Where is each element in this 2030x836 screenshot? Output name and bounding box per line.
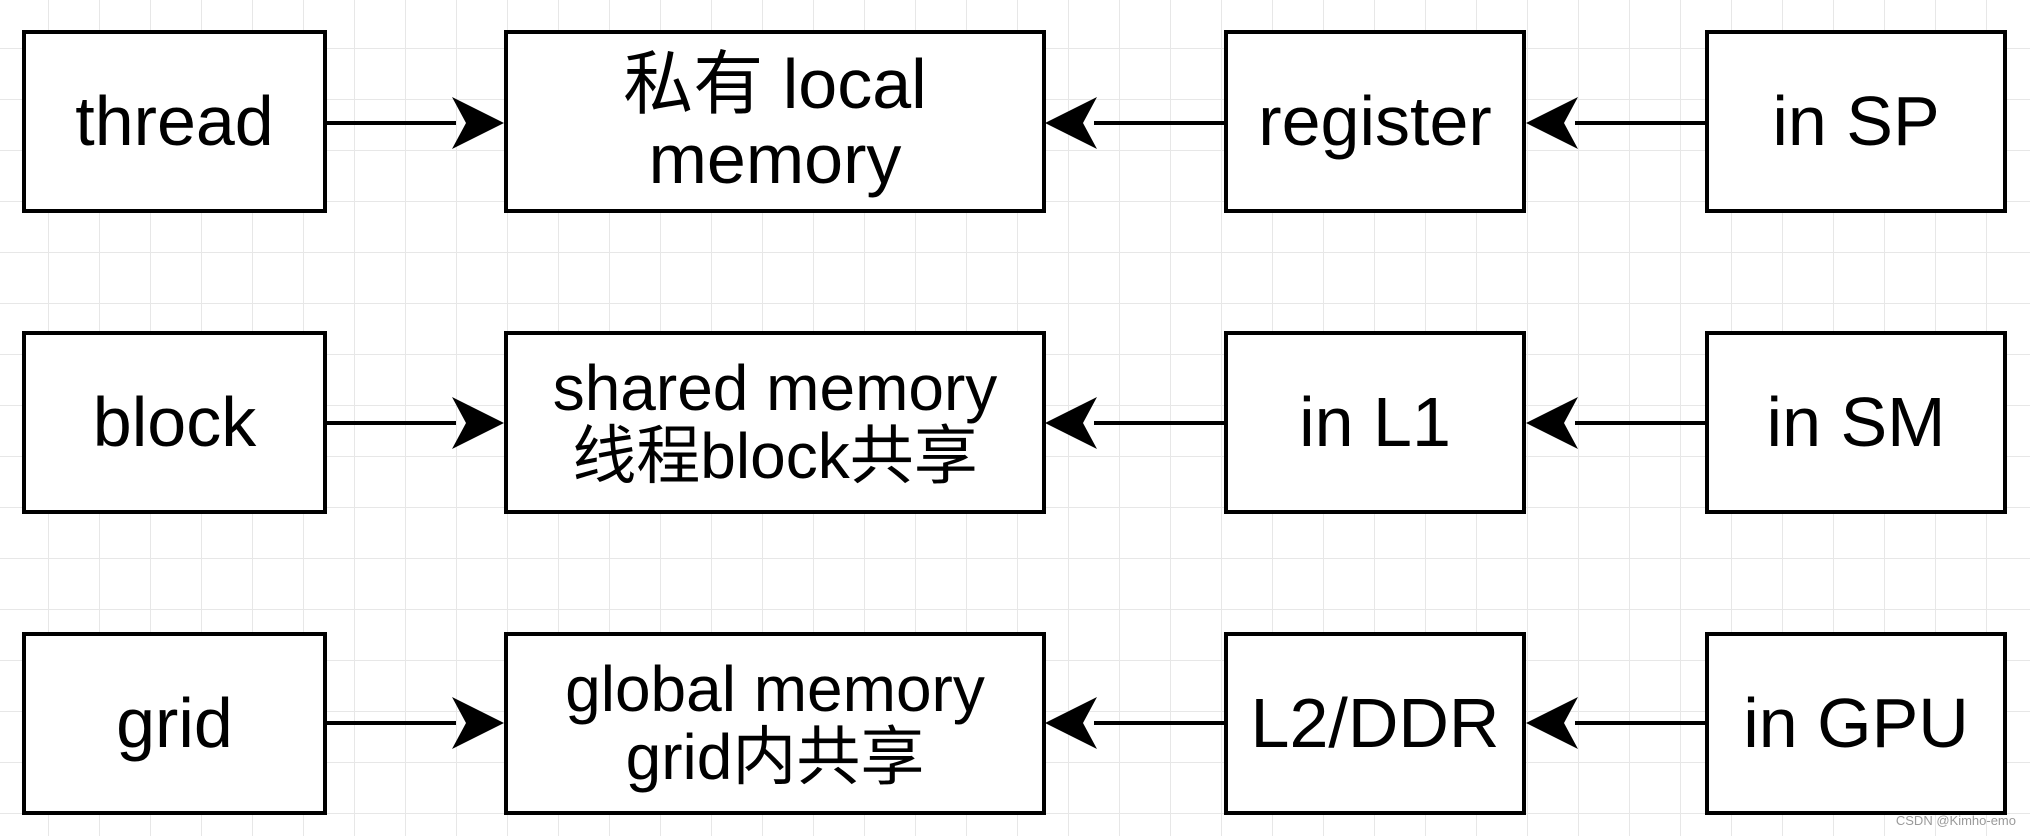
thread-box: thread [22, 30, 327, 213]
local-memory-label-line1: 私有 local [623, 45, 927, 124]
arrowhead-sm-to-l1 [1526, 397, 1578, 449]
l2-ddr-box: L2/DDR [1224, 632, 1526, 815]
arrowhead-l2ddr-to-global-memory [1045, 697, 1097, 749]
in-sp-label: in SP [1772, 82, 1940, 161]
global-memory-label-line1: global memory [565, 652, 985, 725]
in-sp-box: in SP [1705, 30, 2007, 213]
block-label: block [92, 383, 257, 462]
shared-memory-label-line1: shared memory [552, 351, 998, 424]
watermark: CSDN @Kimho-emo [1895, 813, 2016, 828]
local-memory-box: 私有 local memory [504, 30, 1046, 213]
arrowhead-register-to-local-memory [1045, 97, 1097, 149]
global-memory-label-line2: grid内共享 [625, 720, 925, 793]
global-memory-box: global memory grid内共享 [504, 632, 1046, 815]
shared-memory-label-line2: 线程block共享 [572, 419, 978, 492]
grid-box: grid [22, 632, 327, 815]
arrowhead-sp-to-register [1526, 97, 1578, 149]
grid-label: grid [116, 684, 233, 763]
arrowhead-grid-to-global-memory [452, 697, 504, 749]
in-sm-box: in SM [1705, 331, 2007, 514]
in-l1-box: in L1 [1224, 331, 1526, 514]
arrowhead-thread-to-local-memory [452, 97, 504, 149]
in-l1-label: in L1 [1299, 383, 1451, 462]
shared-memory-box: shared memory 线程block共享 [504, 331, 1046, 514]
in-gpu-label: in GPU [1743, 684, 1969, 763]
arrowhead-gpu-to-l2ddr [1526, 697, 1578, 749]
register-label: register [1258, 82, 1492, 161]
local-memory-label-line2: memory [648, 119, 902, 198]
block-box: block [22, 331, 327, 514]
in-gpu-box: in GPU [1705, 632, 2007, 815]
l2-ddr-label: L2/DDR [1250, 684, 1500, 763]
register-box: register [1224, 30, 1526, 213]
arrowhead-l1-to-shared-memory [1045, 397, 1097, 449]
in-sm-label: in SM [1766, 383, 1946, 462]
arrowhead-block-to-shared-memory [452, 397, 504, 449]
thread-label: thread [75, 82, 274, 161]
